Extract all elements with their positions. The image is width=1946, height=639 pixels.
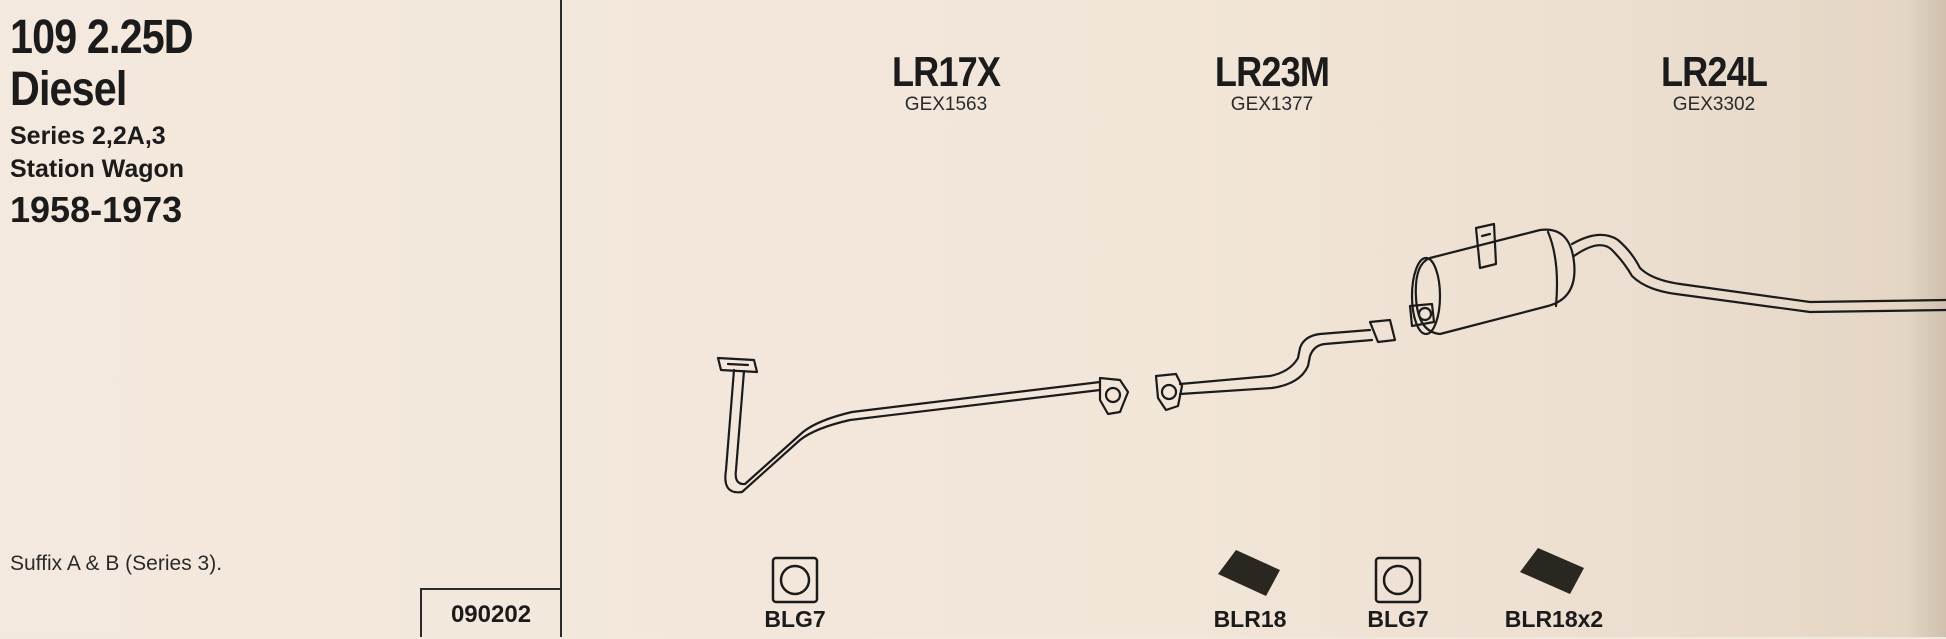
fitting-label: BLG7	[1367, 606, 1429, 632]
engine-type: Diesel	[10, 63, 127, 116]
model-title: 109 2.25D	[10, 11, 194, 64]
fitting-label: BLR18x2	[1504, 606, 1604, 632]
page-edge-shadow	[1906, 0, 1946, 637]
part-heading-intermediate-pipe: LR23M GEX1377	[1162, 50, 1382, 116]
body-type-text: Station Wagon	[10, 155, 185, 183]
panel-divider	[560, 0, 562, 637]
suffix-note: Suffix A & B (Series 3).	[10, 552, 223, 575]
part-code: LR24L	[1660, 48, 1768, 95]
fitting-label: BLG7	[764, 606, 826, 632]
series-text: Series 2,2A,3	[10, 122, 166, 150]
part-ref: GEX3302	[1672, 94, 1756, 115]
year-range: 1958-1973	[10, 189, 183, 230]
part-ref: GEX1377	[1230, 94, 1314, 115]
vehicle-info-panel: 109 2.25D Diesel Series 2,2A,3 Station W…	[10, 12, 550, 232]
part-heading-front-pipe: LR17X GEX1563	[836, 50, 1056, 116]
part-code: LR17X	[891, 48, 1001, 95]
fitting-label: BLR18	[1213, 606, 1287, 632]
intermediate-pipe-drawing	[1154, 318, 1397, 412]
front-pipe-drawing	[716, 356, 1130, 494]
part-ref: GEX1563	[904, 94, 988, 115]
gasket-icon	[771, 556, 819, 604]
rubber-mount-icon	[1520, 548, 1584, 594]
reference-number-box: 090202	[420, 588, 560, 637]
silencer-drawing	[1408, 222, 1946, 336]
gasket-icon	[1374, 556, 1422, 604]
rubber-mount-icon	[1218, 550, 1280, 596]
part-code: LR23M	[1214, 48, 1330, 95]
part-heading-silencer: LR24L GEX3302	[1604, 50, 1824, 116]
